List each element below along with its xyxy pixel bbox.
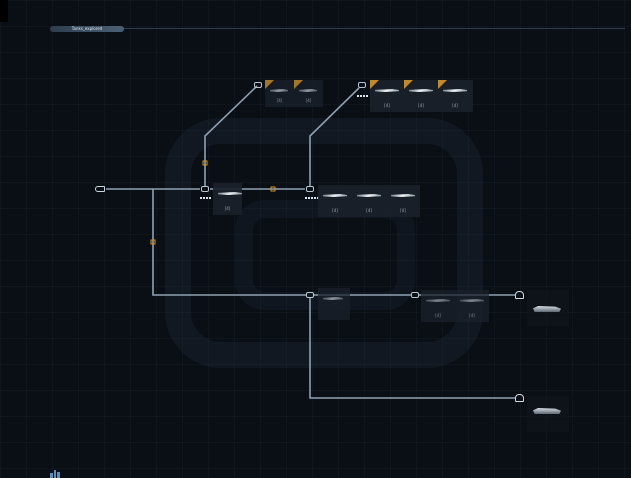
xp-marker-2 <box>270 186 276 192</box>
module-gun-icon <box>218 192 242 195</box>
title-tab[interactable]: Tanks_explored <box>50 26 124 32</box>
module-card[interactable]: [4] <box>421 290 455 322</box>
stats-icon[interactable] <box>50 470 61 478</box>
node-n4-icon[interactable] <box>358 82 366 88</box>
node-n5-icon[interactable] <box>306 292 314 298</box>
module-count: [4] <box>366 208 372 213</box>
module-gun-icon <box>323 194 347 197</box>
node-n1-panel[interactable]: [4] <box>213 183 242 215</box>
module-card[interactable]: [4] <box>294 80 323 107</box>
node-n6-panel[interactable]: [4] [4] <box>421 290 489 322</box>
connector-lines <box>106 85 515 399</box>
tank-silhouette-icon <box>533 408 561 414</box>
module-card[interactable]: [4] <box>370 80 404 112</box>
module-gun-icon <box>409 89 433 92</box>
line-n5-v2 <box>309 298 515 399</box>
vehicle-v1-card[interactable] <box>527 290 569 326</box>
module-card[interactable]: [4] <box>386 185 420 217</box>
module-card[interactable]: [4] <box>455 290 489 322</box>
line-n1-n3 <box>204 85 258 186</box>
node-n1-icon[interactable] <box>201 186 209 192</box>
module-gun-icon <box>270 89 288 92</box>
background-emblem <box>165 118 483 368</box>
module-count: [4] <box>384 103 390 108</box>
node-n2-panel[interactable]: [4] [4] [4] <box>318 185 420 217</box>
module-gun-icon <box>391 194 415 197</box>
premium-corner <box>404 80 413 89</box>
module-card[interactable]: [4] <box>352 185 386 217</box>
node-n4-panel[interactable]: [4] [4] [4] <box>370 80 473 112</box>
module-card[interactable] <box>318 288 350 320</box>
helmet-icon[interactable] <box>515 291 524 299</box>
module-card[interactable]: [4] <box>404 80 438 112</box>
module-count: [4] <box>452 103 458 108</box>
node-n6-icon[interactable] <box>411 292 419 298</box>
premium-corner <box>265 80 274 89</box>
module-count: [4] <box>276 98 283 103</box>
module-gun-icon <box>299 89 317 92</box>
module-count: [4] <box>469 313 475 318</box>
module-gun-icon <box>426 299 450 302</box>
title-bar: Tanks_explored <box>50 26 625 32</box>
tank-silhouette-icon <box>533 306 561 312</box>
line-start-n5 <box>152 189 306 296</box>
node-n5-panel[interactable] <box>318 288 350 320</box>
node-n2-rank <box>305 197 319 199</box>
module-gun-icon <box>375 89 399 92</box>
module-card[interactable]: [4] <box>213 183 242 215</box>
module-count: [4] <box>332 208 338 213</box>
module-count: [4] <box>435 313 441 318</box>
module-card[interactable]: [4] <box>265 80 294 107</box>
premium-corner <box>294 80 303 89</box>
module-card[interactable]: [4] <box>318 185 352 217</box>
module-gun-icon <box>460 299 484 302</box>
module-card[interactable]: [4] <box>438 80 472 112</box>
premium-corner <box>438 80 447 89</box>
title-divider <box>50 28 625 29</box>
node-n2-icon[interactable] <box>306 186 314 192</box>
module-count: [4] <box>418 103 424 108</box>
line-n2-n4 <box>309 87 360 186</box>
xp-marker-3 <box>150 239 156 245</box>
helmet-icon[interactable] <box>515 394 524 402</box>
module-gun-icon <box>357 194 381 197</box>
node-n3-icon[interactable] <box>254 82 262 88</box>
module-gun-icon <box>443 89 467 92</box>
window-corner <box>0 0 8 22</box>
xp-marker-1 <box>202 160 208 166</box>
module-count: [4] <box>400 208 406 213</box>
node-n3-panel[interactable]: [4] [4] <box>265 80 323 107</box>
vehicle-v2-card[interactable] <box>527 396 569 432</box>
node-n1-rank <box>200 197 211 199</box>
start-tank-icon[interactable] <box>95 186 105 192</box>
module-gun-icon <box>323 297 343 300</box>
node-n4-rank <box>357 95 368 97</box>
xp-markers <box>150 160 276 245</box>
module-count: [4] <box>224 206 231 211</box>
premium-corner <box>370 80 379 89</box>
module-count: [4] <box>305 98 312 103</box>
